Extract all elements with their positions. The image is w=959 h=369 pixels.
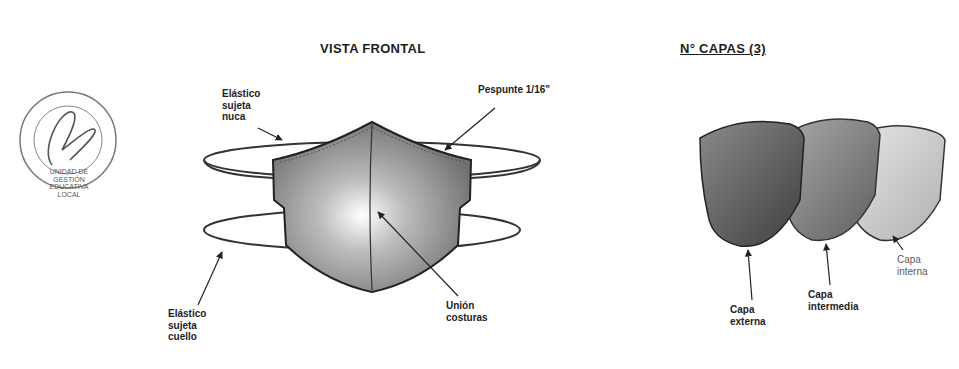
part-label: Capa externa — [730, 304, 780, 327]
stitch-line — [280, 127, 465, 162]
leader-lines — [198, 108, 495, 305]
part-label: Capa interna — [897, 254, 947, 277]
mask-front — [273, 122, 471, 292]
view-heading: VISTA FRONTAL — [320, 42, 425, 57]
stamp-text: UNIDAD DE GESTIÓN EDUCATIVA LOCAL — [40, 168, 98, 199]
part-label: Pespunte 1/16" — [478, 84, 558, 96]
part-label: Unión costuras — [446, 300, 506, 323]
outer-layer — [700, 121, 804, 246]
part-label: Elástico sujeta cuello — [168, 308, 220, 343]
center-seam — [370, 124, 372, 290]
layers-heading: N° CAPAS (3) — [680, 42, 766, 57]
part-label: Elástico sujeta nuca — [222, 88, 270, 123]
part-label: Capa intermedia — [808, 289, 868, 312]
